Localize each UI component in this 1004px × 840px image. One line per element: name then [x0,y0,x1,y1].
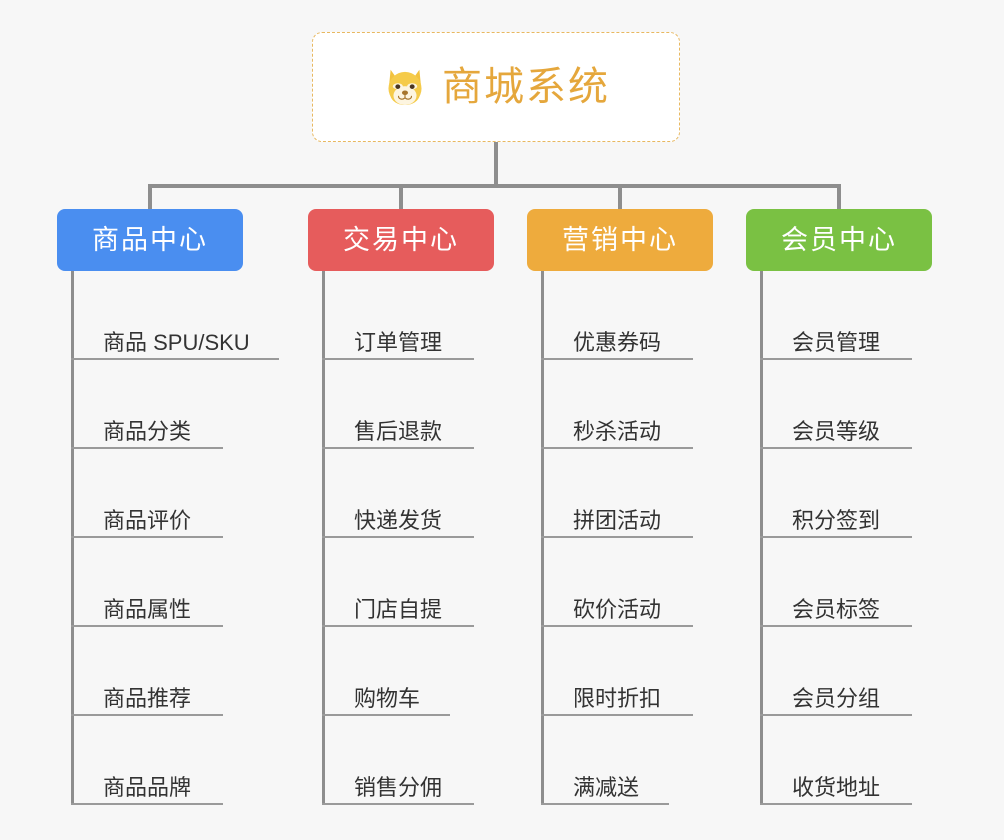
branch-header-label: 营销中心 [562,224,678,255]
leaf-label: 收货地址 [792,775,881,800]
leaf-item[interactable]: 积分签到 [760,449,990,538]
leaf-underline [71,536,223,538]
branch-trunk-1 [71,271,74,805]
leaf-underline [322,625,474,627]
branch-header-1[interactable]: 商品中心 [57,209,243,271]
leaf-item[interactable]: 会员标签 [760,538,990,627]
leaf-underline [760,803,912,805]
leaf-label: 订单管理 [354,330,443,355]
leaf-label: 会员管理 [792,330,881,355]
branch-trunk-2 [322,271,325,805]
leaf-underline [71,447,223,449]
leaf-underline [71,803,223,805]
leaf-item[interactable]: 优惠券码 [541,271,771,360]
leaf-list-4: 会员管理会员等级积分签到会员标签会员分组收货地址 [760,271,990,805]
leaf-underline [541,803,669,805]
leaf-item[interactable]: 门店自提 [322,538,552,627]
leaf-label: 商品属性 [103,597,192,622]
leaf-item[interactable]: 商品属性 [71,538,301,627]
leaf-underline [322,536,474,538]
leaf-item[interactable]: 收货地址 [760,716,990,805]
leaf-underline [541,447,693,449]
branch-header-2[interactable]: 交易中心 [308,209,494,271]
leaf-label: 商品评价 [103,508,192,533]
leaf-label: 商品 SPU/SKU [103,330,250,355]
root-node[interactable]: 商城系统 [312,32,680,142]
leaf-label: 积分签到 [792,508,881,533]
leaf-item[interactable]: 购物车 [322,627,552,716]
leaf-item[interactable]: 商品推荐 [71,627,301,716]
leaf-item[interactable]: 售后退款 [322,360,552,449]
connector-drop-4 [837,184,841,210]
leaf-label: 砍价活动 [573,597,662,622]
leaf-list-1: 商品 SPU/SKU 商品分类商品评价商品属性商品推荐商品品牌 [71,271,301,805]
leaf-item[interactable]: 限时折扣 [541,627,771,716]
connector-drop-3 [618,184,622,210]
leaf-label: 销售分佣 [354,775,443,800]
dog-face-icon [388,69,422,107]
leaf-label: 门店自提 [354,597,443,622]
branch-header-3[interactable]: 营销中心 [527,209,713,271]
leaf-underline [541,536,693,538]
leaf-label: 购物车 [354,686,421,711]
leaf-underline [760,536,912,538]
connector-drop-1 [148,184,152,210]
leaf-label: 商品分类 [103,419,192,444]
leaf-item[interactable]: 拼团活动 [541,449,771,538]
leaf-item[interactable]: 订单管理 [322,271,552,360]
branch-header-label: 交易中心 [343,224,459,255]
leaf-label: 秒杀活动 [573,419,662,444]
leaf-underline [322,803,474,805]
leaf-item[interactable]: 商品分类 [71,360,301,449]
leaf-underline [541,714,693,716]
leaf-underline [541,625,693,627]
leaf-item[interactable]: 快递发货 [322,449,552,538]
leaf-list-3: 优惠券码秒杀活动拼团活动砍价活动限时折扣满减送 [541,271,771,805]
leaf-underline [760,447,912,449]
leaf-label: 优惠券码 [573,330,662,355]
leaf-underline [71,714,223,716]
connector-root-stem [494,142,498,186]
leaf-item[interactable]: 销售分佣 [322,716,552,805]
leaf-label: 会员等级 [792,419,881,444]
leaf-item[interactable]: 商品评价 [71,449,301,538]
leaf-underline [71,358,279,360]
connector-drop-2 [399,184,403,210]
leaf-underline [760,714,912,716]
leaf-label: 售后退款 [354,419,443,444]
leaf-underline [760,358,912,360]
leaf-underline [322,358,474,360]
leaf-item[interactable]: 满减送 [541,716,771,805]
leaf-item[interactable]: 砍价活动 [541,538,771,627]
leaf-label: 商品推荐 [103,686,192,711]
leaf-list-2: 订单管理售后退款快递发货门店自提购物车销售分佣 [322,271,552,805]
branch-header-label: 会员中心 [781,224,897,255]
branch-trunk-4 [760,271,763,805]
leaf-underline [71,625,223,627]
root-title: 商城系统 [442,65,610,109]
connector-horizontal-bus [148,184,838,188]
branch-header-4[interactable]: 会员中心 [746,209,932,271]
leaf-label: 满减送 [573,775,640,800]
leaf-label: 拼团活动 [573,508,662,533]
branch-trunk-3 [541,271,544,805]
leaf-item[interactable]: 会员管理 [760,271,990,360]
leaf-label: 商品品牌 [103,775,192,800]
branch-header-label: 商品中心 [92,224,208,255]
leaf-underline [760,625,912,627]
leaf-label: 会员标签 [792,597,881,622]
leaf-label: 会员分组 [792,686,881,711]
leaf-item[interactable]: 商品 SPU/SKU [71,271,301,360]
leaf-item[interactable]: 会员等级 [760,360,990,449]
leaf-item[interactable]: 会员分组 [760,627,990,716]
leaf-underline [322,447,474,449]
leaf-item[interactable]: 秒杀活动 [541,360,771,449]
leaf-underline [322,714,450,716]
leaf-label: 快递发货 [354,508,443,533]
leaf-label: 限时折扣 [573,686,662,711]
leaf-underline [541,358,693,360]
leaf-item[interactable]: 商品品牌 [71,716,301,805]
